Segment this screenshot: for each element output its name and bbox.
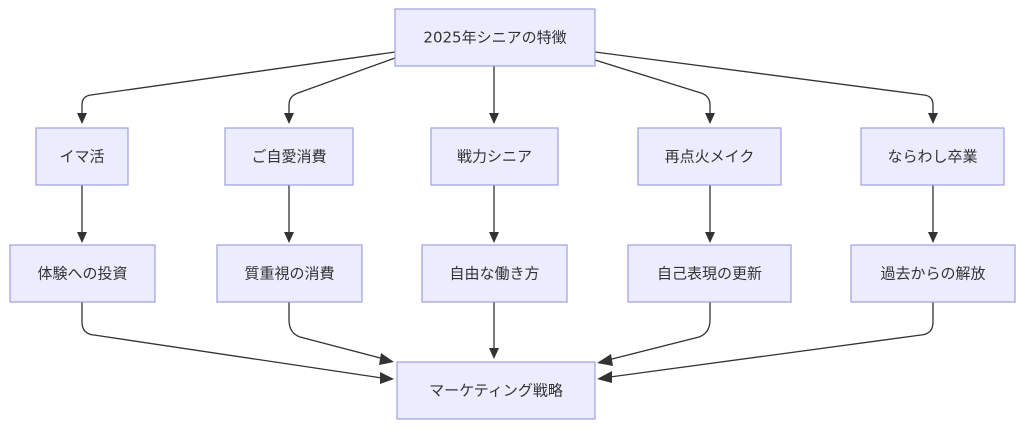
node-narawashi: ならわし卒業 bbox=[860, 127, 1005, 186]
arrow-head bbox=[705, 232, 715, 243]
arrow-head bbox=[597, 371, 612, 383]
edge-jiko-marketing bbox=[607, 302, 711, 361]
arrow-head bbox=[489, 113, 499, 124]
arrow-head bbox=[489, 348, 499, 359]
arrow-head bbox=[597, 354, 613, 366]
edges-layer bbox=[77, 51, 938, 384]
node-label: イマ活 bbox=[59, 148, 104, 166]
node-marketing: マーケティング戦略 bbox=[396, 361, 596, 420]
node-label: 自由な働き方 bbox=[449, 265, 539, 283]
node-label: 戦力シニア bbox=[457, 148, 532, 166]
node-senryoku: 戦力シニア bbox=[430, 127, 559, 186]
arrow-head bbox=[380, 372, 394, 384]
node-label: 2025年シニアの特徴 bbox=[423, 29, 566, 47]
node-shitsu: 質重視の消費 bbox=[216, 244, 363, 303]
edge-root-gojiai bbox=[288, 57, 396, 113]
node-gojiai: ご自愛消費 bbox=[224, 127, 354, 186]
node-label: 質重視の消費 bbox=[244, 265, 334, 283]
node-label: 過去からの解放 bbox=[880, 265, 985, 283]
node-label: マーケティング戦略 bbox=[429, 382, 563, 400]
node-root: 2025年シニアの特徴 bbox=[394, 8, 596, 67]
edge-taiken-marketing bbox=[81, 302, 383, 379]
edge-root-imakatsu bbox=[81, 51, 396, 113]
node-label: 再点火メイク bbox=[665, 148, 755, 166]
node-label: 自己表現の更新 bbox=[657, 265, 762, 283]
arrow-head bbox=[489, 232, 499, 243]
edge-kako-marketing bbox=[609, 302, 934, 378]
arrow-head bbox=[284, 232, 294, 243]
node-label: ならわし卒業 bbox=[887, 148, 977, 166]
node-taiken: 体験への投資 bbox=[9, 244, 156, 303]
node-kako: 過去からの解放 bbox=[850, 244, 1016, 303]
node-jiko: 自己表現の更新 bbox=[627, 244, 792, 303]
arrow-head bbox=[928, 232, 938, 243]
node-imakatsu: イマ活 bbox=[35, 127, 129, 186]
edge-root-saitenka bbox=[594, 59, 711, 113]
arrow-head bbox=[928, 113, 938, 124]
edge-shitsu-marketing bbox=[288, 302, 385, 360]
node-jiyu: 自由な働き方 bbox=[421, 244, 568, 303]
arrow-head bbox=[284, 113, 294, 124]
arrow-head bbox=[705, 113, 715, 124]
node-label: ご自愛消費 bbox=[251, 148, 326, 166]
arrow-head bbox=[379, 353, 394, 365]
nodes-layer: 2025年シニアの特徴 イマ活 ご自愛消費 戦力シニア 再点火メイク ならわし卒… bbox=[9, 8, 1016, 420]
node-label: 体験への投資 bbox=[37, 265, 127, 283]
edge-root-narawashi bbox=[594, 51, 934, 113]
arrow-head bbox=[77, 232, 87, 243]
arrow-head bbox=[77, 113, 87, 124]
node-saitenka: 再点火メイク bbox=[637, 127, 782, 186]
